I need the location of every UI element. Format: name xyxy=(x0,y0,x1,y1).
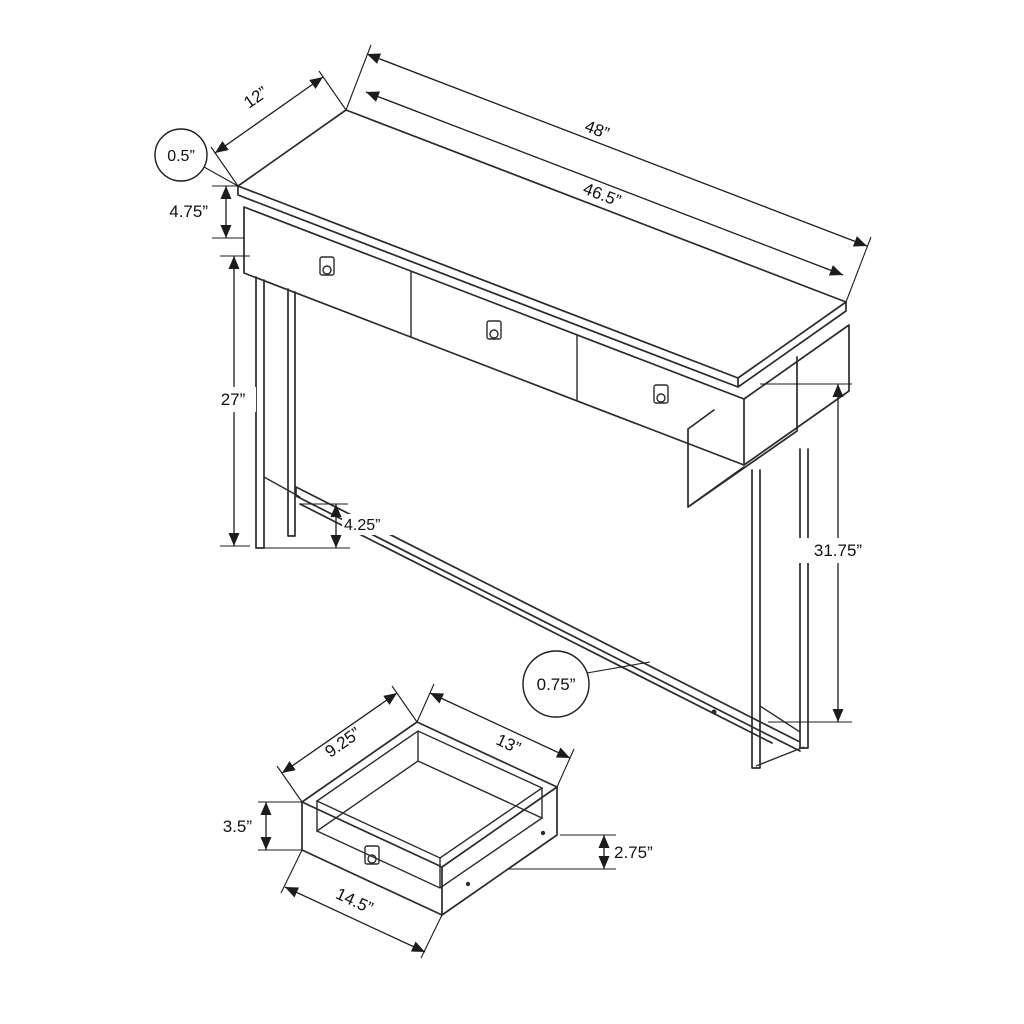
dim-stretcher-gap: 4.25” xyxy=(264,503,396,549)
pull-ring xyxy=(367,854,377,864)
drawer-pull-left xyxy=(319,256,335,276)
dim-label-drawer-inner-depth: 9.25” xyxy=(322,723,365,761)
drawer-interior xyxy=(316,731,543,889)
drawer-detail-pull xyxy=(364,845,380,865)
dimensions: 12” 48” 46.5” 0.5” 4.75” xyxy=(154,44,877,959)
leader-line xyxy=(203,166,239,187)
stretcher-foot-glide xyxy=(711,709,717,715)
drawer-outer-walls xyxy=(301,786,558,916)
dim-stretcher-thickness: 0.75” xyxy=(522,650,651,718)
pull-plate xyxy=(486,320,502,340)
leader-line xyxy=(586,661,651,674)
drawer-dividers xyxy=(410,271,578,401)
extension-lines xyxy=(416,683,575,788)
dimension-arrow xyxy=(214,76,324,154)
back-right-leg xyxy=(799,448,809,749)
drawer-screw-dot xyxy=(540,830,546,836)
dim-label-drawer-front-height: 3.5” xyxy=(223,817,253,836)
extension-lines xyxy=(258,801,302,851)
drawer-pull-right xyxy=(653,384,669,404)
extension-lines xyxy=(210,70,347,187)
tabletop-edge-thickness xyxy=(237,185,847,388)
dim-label-top-thickness: 0.5” xyxy=(167,148,195,165)
dim-top-inner-length: 46.5” xyxy=(365,91,844,276)
dim-leg-height: 27” xyxy=(210,255,256,547)
dim-label-bg xyxy=(210,387,256,412)
pull-plate xyxy=(364,845,380,865)
dim-drawer-inner-depth: 9.25” xyxy=(276,685,418,803)
dim-label-drawer-side-height: 2.75” xyxy=(614,843,653,862)
dimension-arrow xyxy=(365,91,844,276)
dim-drawer-front-height: 3.5” xyxy=(223,801,302,851)
extension-lines xyxy=(345,44,872,303)
balloon-circle xyxy=(154,128,208,182)
front-left-leg xyxy=(255,276,265,549)
dim-top-depth: 12” xyxy=(210,70,347,187)
dim-apron-height: 4.75” xyxy=(169,185,244,239)
right-foot-bar xyxy=(755,746,805,767)
left-leg-brace xyxy=(263,476,301,498)
dimension-arrow xyxy=(366,53,868,247)
dim-label-leg-height: 27” xyxy=(221,390,246,409)
drawer-screw-dot xyxy=(465,881,471,887)
pull-ring xyxy=(656,393,666,403)
dim-overall-height: 31.75” xyxy=(760,383,877,723)
dim-label-top-inner-length: 46.5” xyxy=(580,179,623,211)
dim-label-overall-height: 31.75” xyxy=(814,541,863,560)
dim-top-thickness: 0.5” xyxy=(154,128,239,187)
dim-label-top-length: 48” xyxy=(582,117,612,144)
right-corner-bracket xyxy=(687,356,798,508)
dimension-arrow xyxy=(429,692,571,759)
dim-label-bg xyxy=(799,538,877,563)
apron-front-face xyxy=(243,206,745,466)
dimension-arrow xyxy=(281,692,398,774)
dim-label-apron-height: 4.75” xyxy=(169,202,208,221)
dim-drawer-side-height: 2.75” xyxy=(508,834,653,870)
dim-label-stretcher-thickness: 0.75” xyxy=(537,675,576,694)
front-right-leg xyxy=(751,469,761,769)
pull-ring xyxy=(322,265,332,275)
dimension-arrow xyxy=(284,886,426,953)
extension-lines xyxy=(212,185,244,239)
right-leg-brace xyxy=(759,705,801,733)
dim-label-bg xyxy=(342,514,396,535)
pull-plate xyxy=(653,384,669,404)
drawer-pull-center xyxy=(486,320,502,340)
extension-lines xyxy=(264,503,350,549)
extension-lines xyxy=(508,834,616,870)
dim-label-top-depth: 12” xyxy=(240,82,271,112)
console-table-drawing xyxy=(237,109,850,769)
pull-ring xyxy=(489,329,499,339)
pull-plate xyxy=(319,256,335,276)
tabletop-top-face xyxy=(237,109,847,379)
dim-label-stretcher-gap: 4.25” xyxy=(344,517,380,534)
extension-lines xyxy=(276,685,418,803)
back-left-leg xyxy=(287,288,296,537)
dim-top-length: 48” xyxy=(345,44,872,303)
stretcher-bar xyxy=(295,486,801,752)
